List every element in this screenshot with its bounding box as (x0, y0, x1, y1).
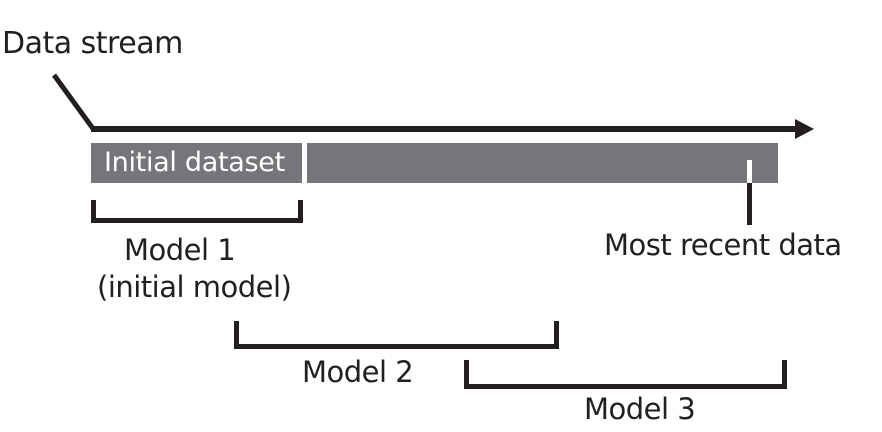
model-2-label: Model 2 (302, 355, 414, 389)
most-recent-data-label: Most recent data (604, 228, 842, 262)
model-3-bracket (464, 360, 787, 389)
most-recent-data-tick-icon (747, 160, 752, 183)
bracket-arm-left (234, 321, 239, 349)
data-stream-leader-line (51, 73, 97, 132)
model-3-label: Model 3 (584, 392, 696, 426)
model-2-bracket (234, 321, 559, 349)
model-1-bracket (91, 200, 303, 223)
bracket-baseline (91, 218, 303, 223)
bracket-baseline (234, 344, 559, 349)
model-1-label: Model 1 (124, 233, 236, 267)
initial-dataset-bar (91, 143, 302, 183)
data-stream-label: Data stream (2, 26, 183, 61)
bracket-arm-right (782, 360, 787, 389)
most-recent-data-leader-line (747, 183, 752, 225)
bracket-arm-right (298, 200, 303, 223)
initial-dataset-label: Initial dataset (104, 147, 285, 178)
incoming-stream-bar (307, 143, 778, 183)
timeline-arrow-icon (795, 119, 814, 139)
bracket-baseline (464, 384, 787, 389)
bracket-arm-left (464, 360, 469, 389)
bracket-arm-right (554, 321, 559, 349)
model-1-sublabel: (initial model) (97, 270, 292, 304)
bracket-arm-left (91, 200, 96, 223)
timeline-axis-line (91, 126, 805, 132)
